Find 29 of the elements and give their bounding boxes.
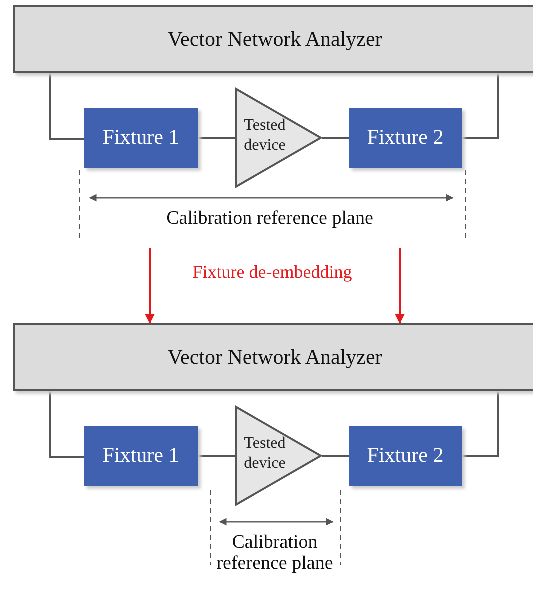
connector-line <box>322 455 349 457</box>
connector-line <box>462 391 499 457</box>
amplifier-triangle <box>235 406 322 506</box>
connector-line <box>49 391 84 458</box>
amplifier-triangle <box>235 88 322 188</box>
reference-plane-label: Calibration reference plane <box>216 532 334 574</box>
process-label: Fixture de-embedding <box>192 262 354 283</box>
fixture-label: Fixture 1 <box>102 443 180 468</box>
device-label: Tested device <box>243 116 287 156</box>
arrow <box>395 248 405 324</box>
reference-plane-label: Calibration reference plane <box>166 208 374 229</box>
analyzer-label: Vector Network Analyzer <box>166 27 384 52</box>
analyzer-label: Vector Network Analyzer <box>166 345 384 370</box>
fixture-box <box>84 426 198 486</box>
fixture-box <box>349 426 462 486</box>
connector-line <box>49 73 84 140</box>
fixture-label: Fixture 2 <box>366 125 445 150</box>
fixture-box <box>84 108 198 168</box>
fixture-box <box>349 108 462 168</box>
arrow <box>145 248 155 324</box>
connector-line <box>462 73 499 139</box>
analyzer-box <box>13 5 533 73</box>
connector-line <box>198 137 235 139</box>
fixture-label: Fixture 1 <box>102 125 180 150</box>
connector-line <box>198 455 235 457</box>
connector-line <box>322 137 349 139</box>
fixture-label: Fixture 2 <box>366 443 445 468</box>
device-label: Tested device <box>243 434 287 474</box>
analyzer-box <box>13 323 533 391</box>
